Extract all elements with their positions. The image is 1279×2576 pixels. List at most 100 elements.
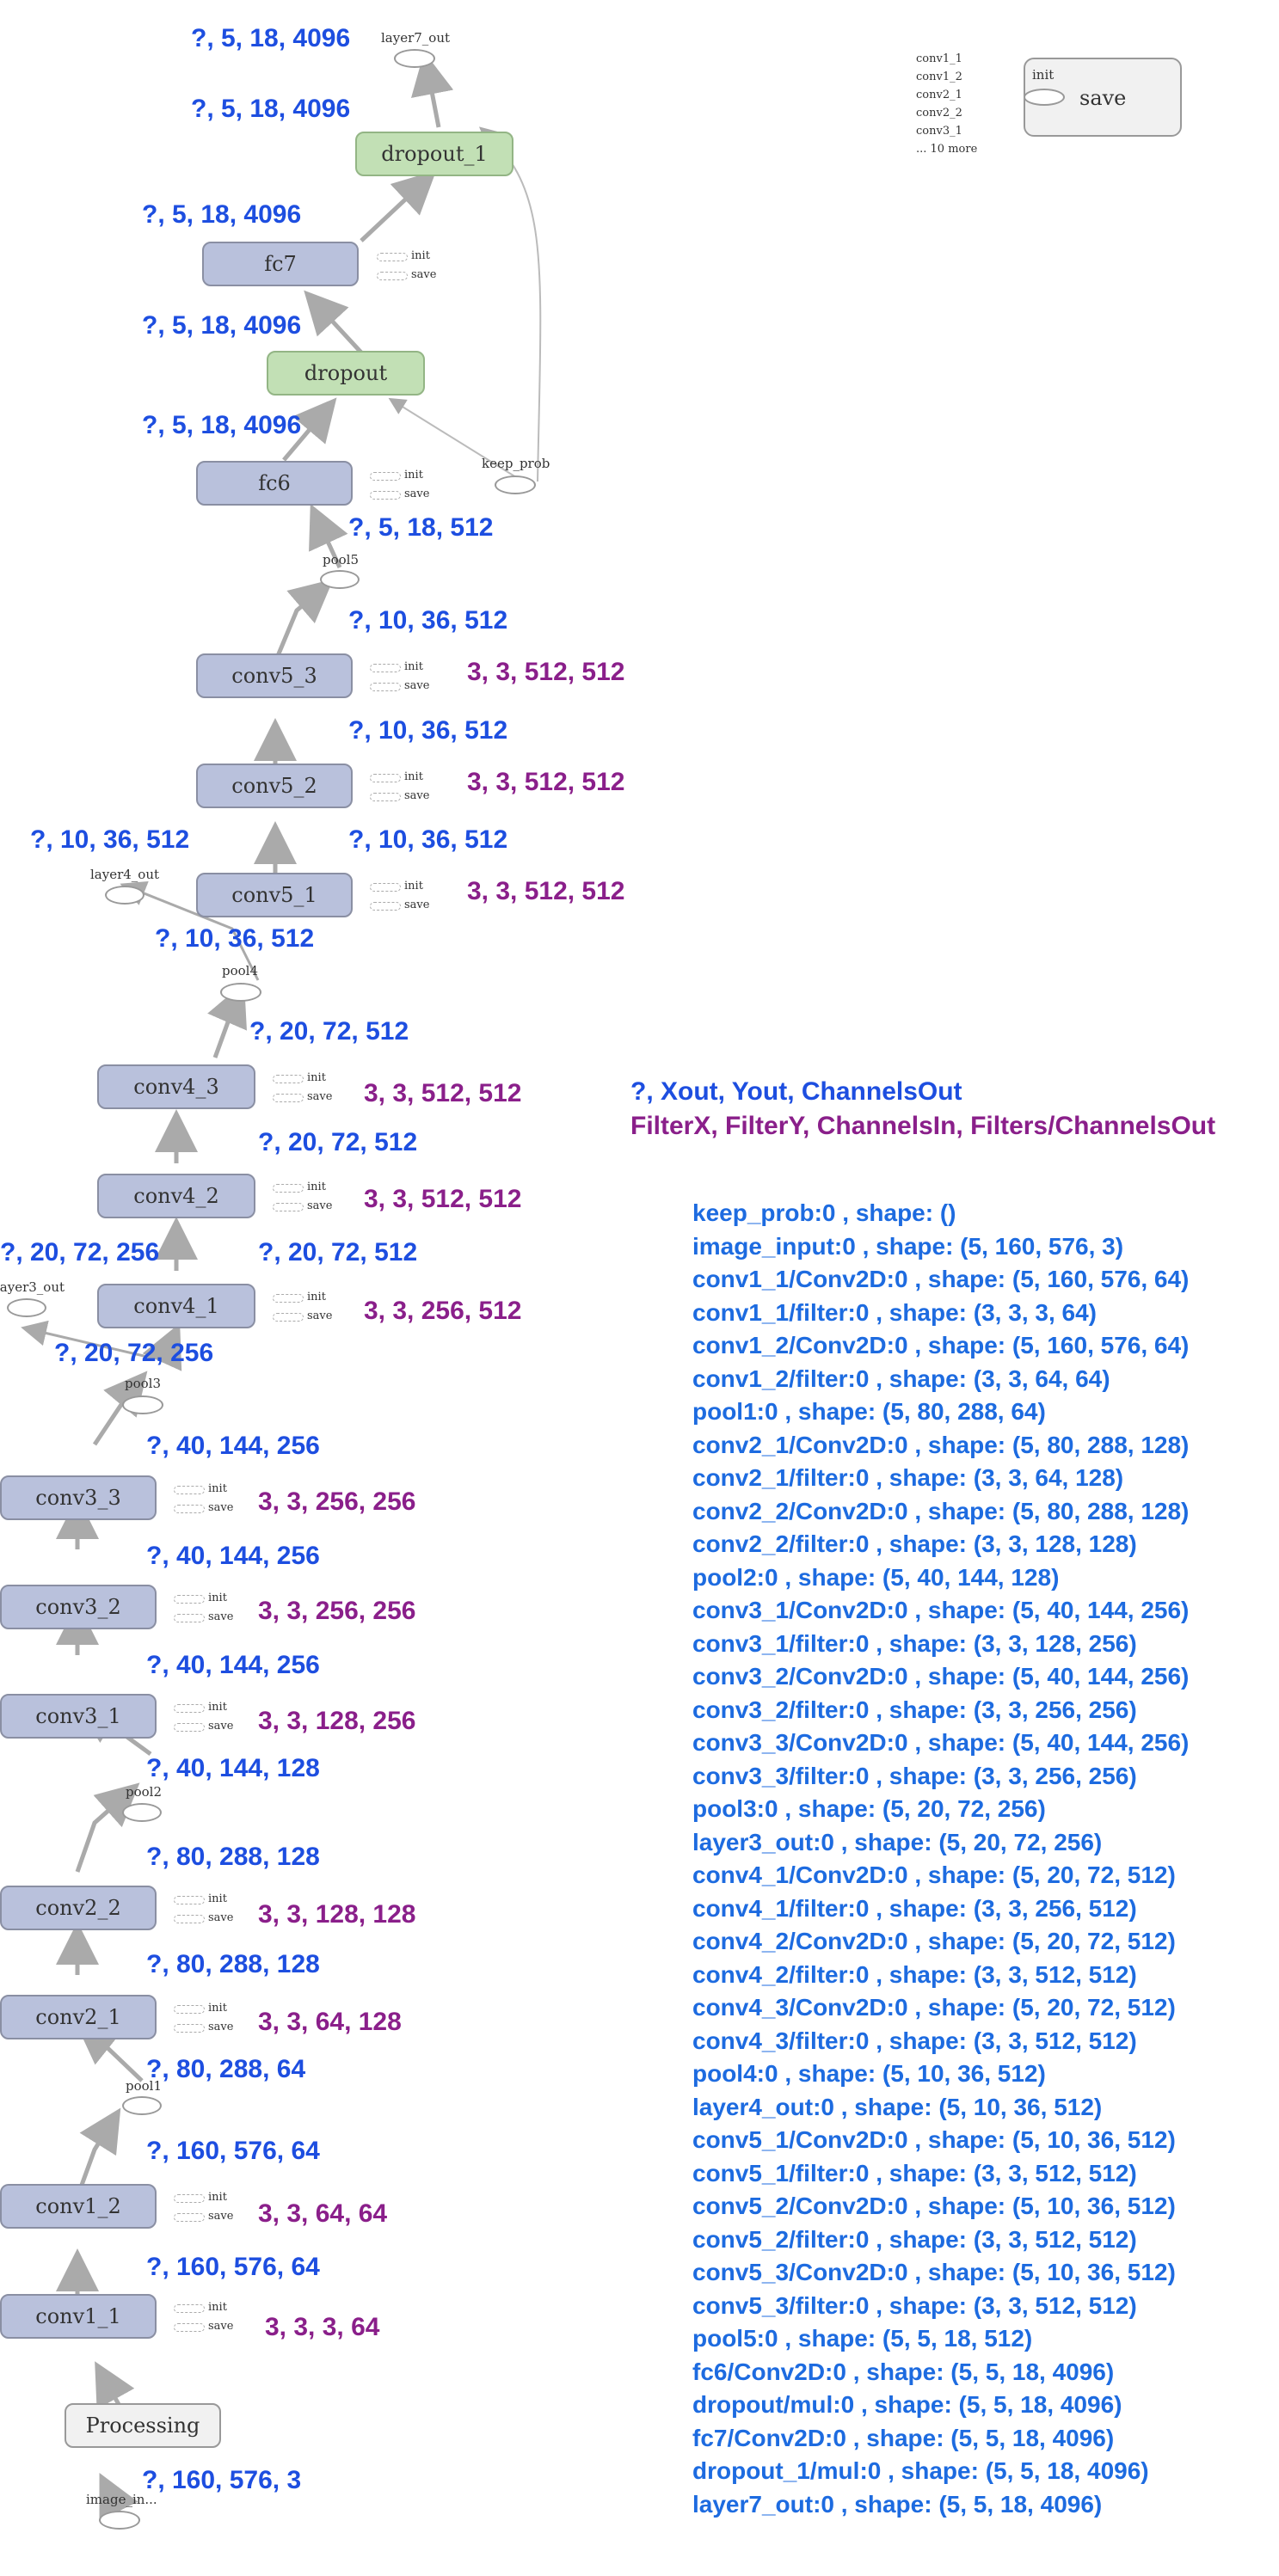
fc7-node[interactable]: fc7 <box>202 242 359 286</box>
pool1-label: pool1 <box>126 2078 163 2094</box>
layer3-out-node[interactable] <box>7 1298 46 1317</box>
shape-pool2: ?, 40, 144, 128 <box>146 1754 320 1782</box>
conv3-1-node[interactable]: conv3_1 <box>0 1694 157 1739</box>
shape-conv1-2: ?, 160, 576, 64 <box>146 2137 320 2165</box>
filter-conv4-1: 3, 3, 256, 512 <box>364 1297 522 1325</box>
pool5-node[interactable] <box>320 570 360 589</box>
init-marker-label: init <box>307 1071 326 1084</box>
init-marker-icon <box>174 1595 205 1604</box>
legend-output-shape: ?, Xout, Yout, ChannelsOut <box>630 1077 962 1106</box>
save-marker-icon <box>174 1505 205 1513</box>
pool1-node[interactable] <box>122 2096 162 2115</box>
conv2-2-node[interactable]: conv2_2 <box>0 1886 157 1930</box>
init-marker-label: init <box>208 1701 227 1714</box>
tensor-list-item: conv1_2/Conv2D:0 , shape: (5, 160, 576, … <box>692 1332 1190 1359</box>
pool2-node[interactable] <box>122 1803 162 1822</box>
tensor-list-item: conv4_2/Conv2D:0 , shape: (5, 20, 72, 51… <box>692 1928 1176 1954</box>
init-marker-label: init <box>411 249 430 262</box>
processing-node[interactable]: Processing <box>65 2403 221 2448</box>
tensor-shape-list: keep_prob:0 , shape: ()image_input:0 , s… <box>692 1197 1189 2521</box>
conv3-2-node[interactable]: conv3_2 <box>0 1585 157 1629</box>
conv3-3-node[interactable]: conv3_3 <box>0 1475 157 1520</box>
conv5-2-node[interactable]: conv5_2 <box>196 764 353 808</box>
conv4-3-node[interactable]: conv4_3 <box>97 1064 255 1109</box>
tensor-list-item: fc7/Conv2D:0 , shape: (5, 5, 18, 4096) <box>692 2424 1115 2451</box>
save-input: conv1_2 <box>916 71 962 83</box>
conv4-1-node[interactable]: conv4_1 <box>97 1284 255 1328</box>
layer7-out-node[interactable] <box>394 49 435 68</box>
tensor-list-item: conv4_3/Conv2D:0 , shape: (5, 20, 72, 51… <box>692 1994 1176 2021</box>
pool5-label: pool5 <box>323 552 360 567</box>
init-marker-icon <box>273 1294 304 1303</box>
filter-conv1-2: 3, 3, 64, 64 <box>258 2199 388 2228</box>
save-marker-icon <box>174 2024 205 2033</box>
tensor-list-item: pool3:0 , shape: (5, 20, 72, 256) <box>692 1795 1046 1822</box>
shape-pool5: ?, 5, 18, 512 <box>348 513 494 542</box>
tensor-list-item: conv1_1/Conv2D:0 , shape: (5, 160, 576, … <box>692 1266 1190 1292</box>
conv1-1-node[interactable]: conv1_1 <box>0 2294 157 2339</box>
tensor-list-item: conv5_2/filter:0 , shape: (3, 3, 512, 51… <box>692 2225 1137 2253</box>
tensor-list-item: conv2_2/filter:0 , shape: (3, 3, 128, 12… <box>692 1530 1137 1557</box>
save-marker-icon <box>370 793 401 801</box>
graph-edges <box>21 52 542 2521</box>
init-marker-label: init <box>307 1291 326 1303</box>
init-marker-label: init <box>307 1181 326 1193</box>
filter-conv2-2: 3, 3, 128, 128 <box>258 1900 416 1929</box>
shape-conv5-3: ?, 10, 36, 512 <box>348 606 508 635</box>
save-marker-icon <box>174 2213 205 2222</box>
filter-conv4-2: 3, 3, 512, 512 <box>364 1185 522 1213</box>
init-marker-label: init <box>404 469 423 481</box>
save-marker-label: save <box>208 1911 234 1924</box>
dropout-node[interactable]: dropout <box>267 351 425 396</box>
dropout-1-node[interactable]: dropout_1 <box>355 132 513 176</box>
fc6-node[interactable]: fc6 <box>196 461 353 506</box>
conv5-3-node[interactable]: conv5_3 <box>196 653 353 698</box>
save-marker-icon <box>370 491 401 500</box>
save-marker-icon <box>273 1313 304 1322</box>
shape-dropout-1: ?, 5, 18, 4096 <box>191 95 351 123</box>
tensor-list-item: conv3_3/Conv2D:0 , shape: (5, 40, 144, 2… <box>692 1729 1190 1756</box>
save-marker-icon <box>273 1094 304 1102</box>
filter-conv3-3: 3, 3, 256, 256 <box>258 1487 416 1516</box>
tensor-list-item: pool4:0 , shape: (5, 10, 36, 512) <box>692 2060 1046 2087</box>
save-marker-icon <box>174 1915 205 1923</box>
tensor-list-item: conv5_1/Conv2D:0 , shape: (5, 10, 36, 51… <box>692 2126 1176 2153</box>
pool4-label: pool4 <box>222 963 259 978</box>
tensor-list-item: conv5_2/Conv2D:0 , shape: (5, 10, 36, 51… <box>692 2193 1176 2219</box>
image-input-node[interactable] <box>99 2511 140 2530</box>
save-marker-label: save <box>208 2320 234 2333</box>
save-marker-label: save <box>404 789 430 802</box>
tensor-list-item: layer7_out:0 , shape: (5, 5, 18, 4096) <box>692 2490 1103 2518</box>
pool3-label: pool3 <box>125 1376 162 1391</box>
shape-image-input: ?, 160, 576, 3 <box>142 2466 302 2494</box>
save-init-label: init <box>1032 67 1055 83</box>
save-marker-label: save <box>208 1501 234 1514</box>
save-input: ... 10 more <box>916 143 978 156</box>
tensor-list-item: dropout_1/mul:0 , shape: (5, 5, 18, 4096… <box>692 2457 1149 2484</box>
save-marker-label: save <box>404 679 430 692</box>
shape-conv3-3: ?, 40, 144, 256 <box>146 1432 320 1460</box>
shape-conv5-1: ?, 10, 36, 512 <box>348 825 508 854</box>
init-marker-icon <box>174 1704 205 1713</box>
conv2-1-node[interactable]: conv2_1 <box>0 1995 157 2039</box>
save-marker-icon <box>174 1723 205 1732</box>
init-marker-icon <box>174 2304 205 2313</box>
conv1-2-node[interactable]: conv1_2 <box>0 2184 157 2229</box>
save-marker-icon <box>174 2323 205 2332</box>
tensor-list-item: dropout/mul:0 , shape: (5, 5, 18, 4096) <box>692 2391 1122 2418</box>
tensor-list-item: conv3_3/filter:0 , shape: (3, 3, 256, 25… <box>692 1762 1137 1789</box>
tensor-list-item: conv2_1/filter:0 , shape: (3, 3, 64, 128… <box>692 1464 1124 1491</box>
shape-conv4-2: ?, 20, 72, 512 <box>258 1128 418 1156</box>
init-marker-icon <box>370 472 401 481</box>
pool4-node[interactable] <box>220 983 261 1002</box>
tensor-list-item: conv5_1/filter:0 , shape: (3, 3, 512, 51… <box>692 2159 1137 2187</box>
pool3-node[interactable] <box>122 1395 163 1414</box>
save-input: conv3_1 <box>916 125 962 138</box>
conv4-2-node[interactable]: conv4_2 <box>97 1174 255 1218</box>
layer4-out-node[interactable] <box>105 886 145 905</box>
tensor-list-item: conv4_3/filter:0 , shape: (3, 3, 512, 51… <box>692 2027 1137 2054</box>
tensor-list-item: conv4_2/filter:0 , shape: (3, 3, 512, 51… <box>692 1960 1137 1988</box>
tensor-list-item: pool5:0 , shape: (5, 5, 18, 512) <box>692 2325 1033 2352</box>
keep-prob-node[interactable] <box>495 475 536 494</box>
conv5-1-node[interactable]: conv5_1 <box>196 873 353 917</box>
